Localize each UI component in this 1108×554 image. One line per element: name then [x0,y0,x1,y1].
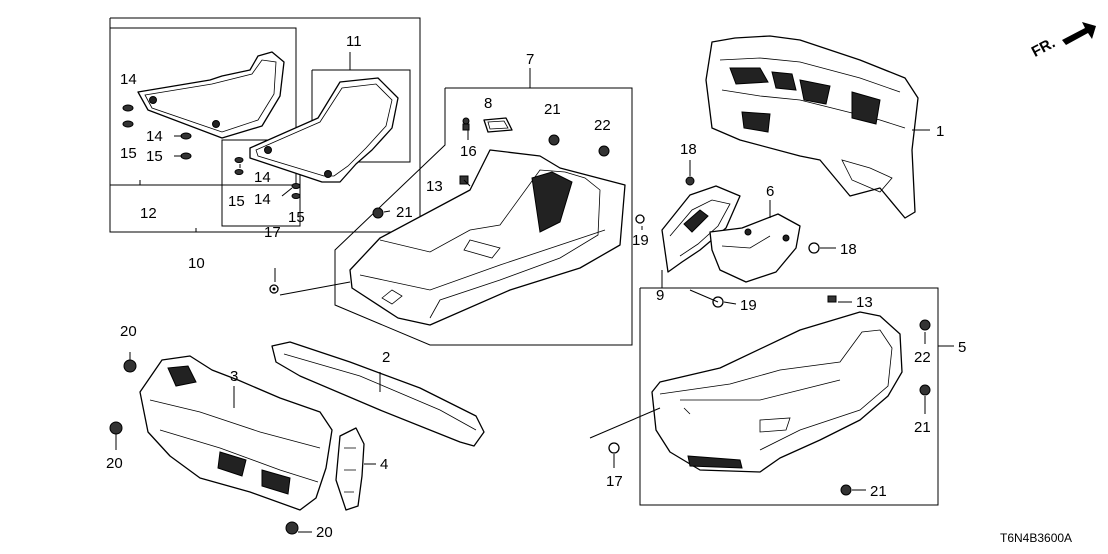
frame-front-mat [110,27,297,186]
callout-17-left: 17 [264,224,281,241]
part-2-panel [271,341,485,447]
callout-15-a: 15 [120,145,137,162]
callout-13-console: 13 [426,178,443,195]
callout-14-a: 14 [120,71,137,88]
callout-8: 8 [484,95,492,112]
callout-13-carpet: 13 [856,294,873,311]
callout-16: 16 [460,143,477,160]
callout-15-c: 15 [228,193,245,210]
callout-22-console: 22 [594,117,611,134]
part-3-lower-dash [139,355,333,511]
callout-2: 2 [382,349,390,366]
callout-14-b: 14 [146,128,163,145]
frame-center-console [334,87,633,346]
callout-22-carpet: 22 [914,349,931,366]
callout-1: 1 [936,123,944,140]
callout-19-right: 19 [740,297,757,314]
part-dashboard-insulator [705,35,919,219]
callout-18-top: 18 [680,141,697,158]
part-4-bracket [335,427,365,511]
callout-4: 4 [380,456,388,473]
callout-21-carpet: 21 [914,419,931,436]
arrow-icon [1062,22,1096,45]
part-8-cover [483,117,513,133]
part-6-panel [709,213,801,283]
part-9-bracket [661,185,741,273]
callout-10: 10 [188,255,205,272]
callout-9: 9 [656,287,664,304]
orientation-label: FR. [1029,34,1058,60]
callout-21-left: 21 [396,204,413,221]
mat-clips [122,104,301,199]
part-center-console [349,149,626,326]
callout-11: 11 [346,33,362,50]
callout-20-bottom: 20 [316,524,333,541]
callout-15-b: 15 [146,148,163,165]
leader-lines [115,52,954,533]
callout-15-d: 15 [288,209,305,226]
part-floor-carpet [651,311,903,473]
callout-18-right: 18 [840,241,857,258]
callout-20-top: 20 [120,323,137,340]
part-rear-floor-mat [249,77,399,183]
callout-12: 12 [140,205,157,222]
callout-7: 7 [526,51,534,68]
callout-labels: 11 7 8 21 22 16 13 21 17 14 15 14 15 14 … [106,33,1072,545]
callout-14-d: 14 [254,191,271,208]
front-direction-arrow: FR. [1029,22,1096,61]
callout-3: 3 [230,368,238,385]
part-front-floor-mat [137,51,285,139]
callout-20-left: 20 [106,455,123,472]
callout-21-bottom: 21 [870,483,887,500]
frame-floor-carpet [639,287,939,506]
callout-21-console: 21 [544,101,561,118]
callout-6: 6 [766,183,774,200]
callout-5: 5 [958,339,966,356]
callout-14-c: 14 [254,169,271,186]
callout-17-bottom: 17 [606,473,623,490]
callout-19-left: 19 [632,232,649,249]
diagram-code: T6N4B3600A [1000,531,1072,545]
